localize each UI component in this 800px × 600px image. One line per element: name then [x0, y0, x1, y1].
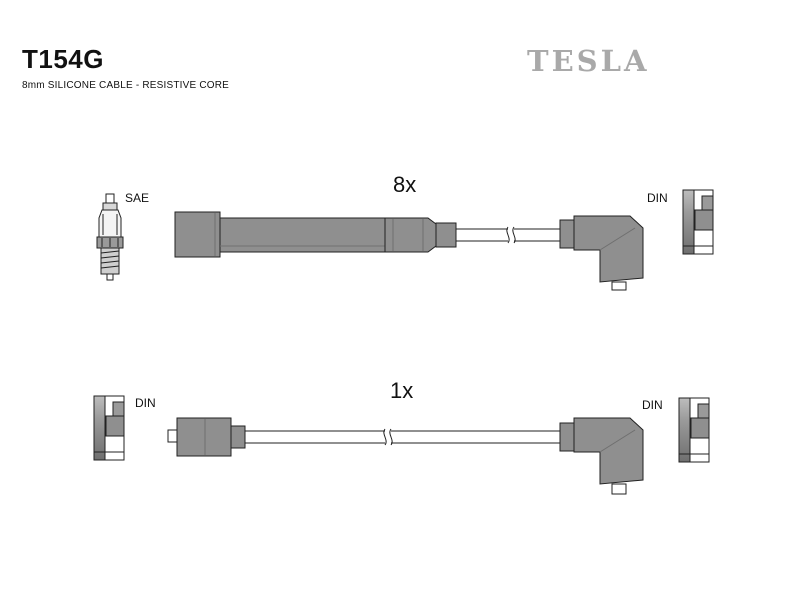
end-type-label: SAE [125, 191, 150, 205]
angled-boot-icon [559, 417, 644, 495]
cable-set-1x [93, 395, 710, 495]
cable-set-8x [96, 189, 714, 291]
din-terminal-icon [93, 395, 125, 461]
din-terminal-icon [678, 397, 710, 463]
cable-description: 8mm SILICONE CABLE - RESISTIVE CORE [22, 80, 230, 91]
brand-logo: TESLA [527, 44, 650, 78]
straight-boot-icon [174, 211, 457, 258]
quantity-label: 1x [390, 378, 414, 403]
cable-wire [456, 226, 560, 244]
end-type-label: DIN [642, 398, 663, 412]
end-type-label: DIN [135, 396, 156, 410]
straight-boot-icon [167, 417, 246, 457]
angled-boot-icon [559, 215, 644, 291]
part-number: T154G [22, 44, 104, 74]
quantity-label: 8x [393, 172, 417, 197]
din-terminal-icon [682, 189, 714, 255]
spark-plug-icon [96, 193, 124, 281]
cable-wire [245, 428, 560, 446]
end-type-label: DIN [647, 191, 668, 205]
